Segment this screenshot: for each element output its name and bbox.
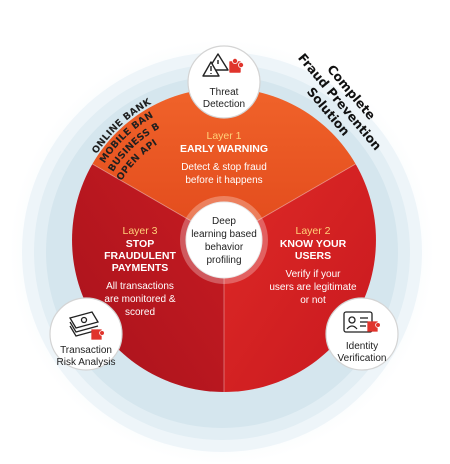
layer-3-title-line-2: FRAUDULENT xyxy=(104,250,176,262)
center-line-1: Deep xyxy=(212,216,236,227)
layer-3-title-line-3: PAYMENTS xyxy=(112,262,169,274)
layer-2-title-line-2: USERS xyxy=(295,250,331,262)
layer-3-text: Layer 3 STOP FRAUDULENT PAYMENTS All tra… xyxy=(104,225,176,318)
layer-2-body-line-1: Verify if your xyxy=(285,269,341,280)
layer-1-segment[interactable] xyxy=(92,88,356,241)
center-line-4: profiling xyxy=(206,255,241,266)
layer-1-number: Layer 1 xyxy=(206,130,241,142)
layer-3-title-line-1: STOP xyxy=(126,238,154,250)
layer-3-body-line-2: are monitored & xyxy=(104,294,175,305)
layer-1-text: Layer 1 EARLY WARNING Detect & stop frau… xyxy=(180,130,268,186)
center-line-2: learning based xyxy=(191,229,257,240)
node-transaction-label-2: Risk Analysis xyxy=(57,357,116,368)
layer-3-number: Layer 3 xyxy=(122,225,157,237)
center-line-3: behavior xyxy=(205,242,244,253)
layer-1-title: EARLY WARNING xyxy=(180,143,268,155)
node-circle xyxy=(49,297,123,371)
center-circle xyxy=(185,201,263,279)
node-identity-label-2: Verification xyxy=(338,353,387,364)
node-transaction-risk-analysis[interactable]: Transaction Risk Analysis xyxy=(49,297,123,371)
layer-3-body-line-3: scored xyxy=(125,307,155,318)
node-threat-label-1: Threat xyxy=(210,87,239,98)
node-threat-label-2: Detection xyxy=(203,99,245,110)
node-transaction-label-1: Transaction xyxy=(60,345,112,356)
id-card-icon xyxy=(343,311,381,333)
layer-2-title-line-1: KNOW YOUR xyxy=(280,238,347,250)
money-stack-icon xyxy=(69,311,105,340)
layer-1-body-line-1: Detect & stop fraud xyxy=(181,162,267,173)
layer-1-body-line-2: before it happens xyxy=(185,175,262,186)
node-identity-label-1: Identity xyxy=(346,341,378,352)
layer-2-body-line-3: or not xyxy=(300,295,326,306)
layer-2-body-line-2: users are legitimate xyxy=(269,282,357,293)
center-hub[interactable]: Deep learning based behavior profiling xyxy=(180,196,268,284)
node-threat-detection[interactable]: Threat Detection xyxy=(187,45,261,119)
warning-triangles-icon xyxy=(202,53,244,77)
layer-2-text: Layer 2 KNOW YOUR USERS Verify if your u… xyxy=(269,225,357,306)
layer-2-number: Layer 2 xyxy=(295,225,330,237)
node-identity-verification[interactable]: Identity Verification xyxy=(325,297,399,371)
layer-3-body-line-1: All transactions xyxy=(106,281,174,292)
